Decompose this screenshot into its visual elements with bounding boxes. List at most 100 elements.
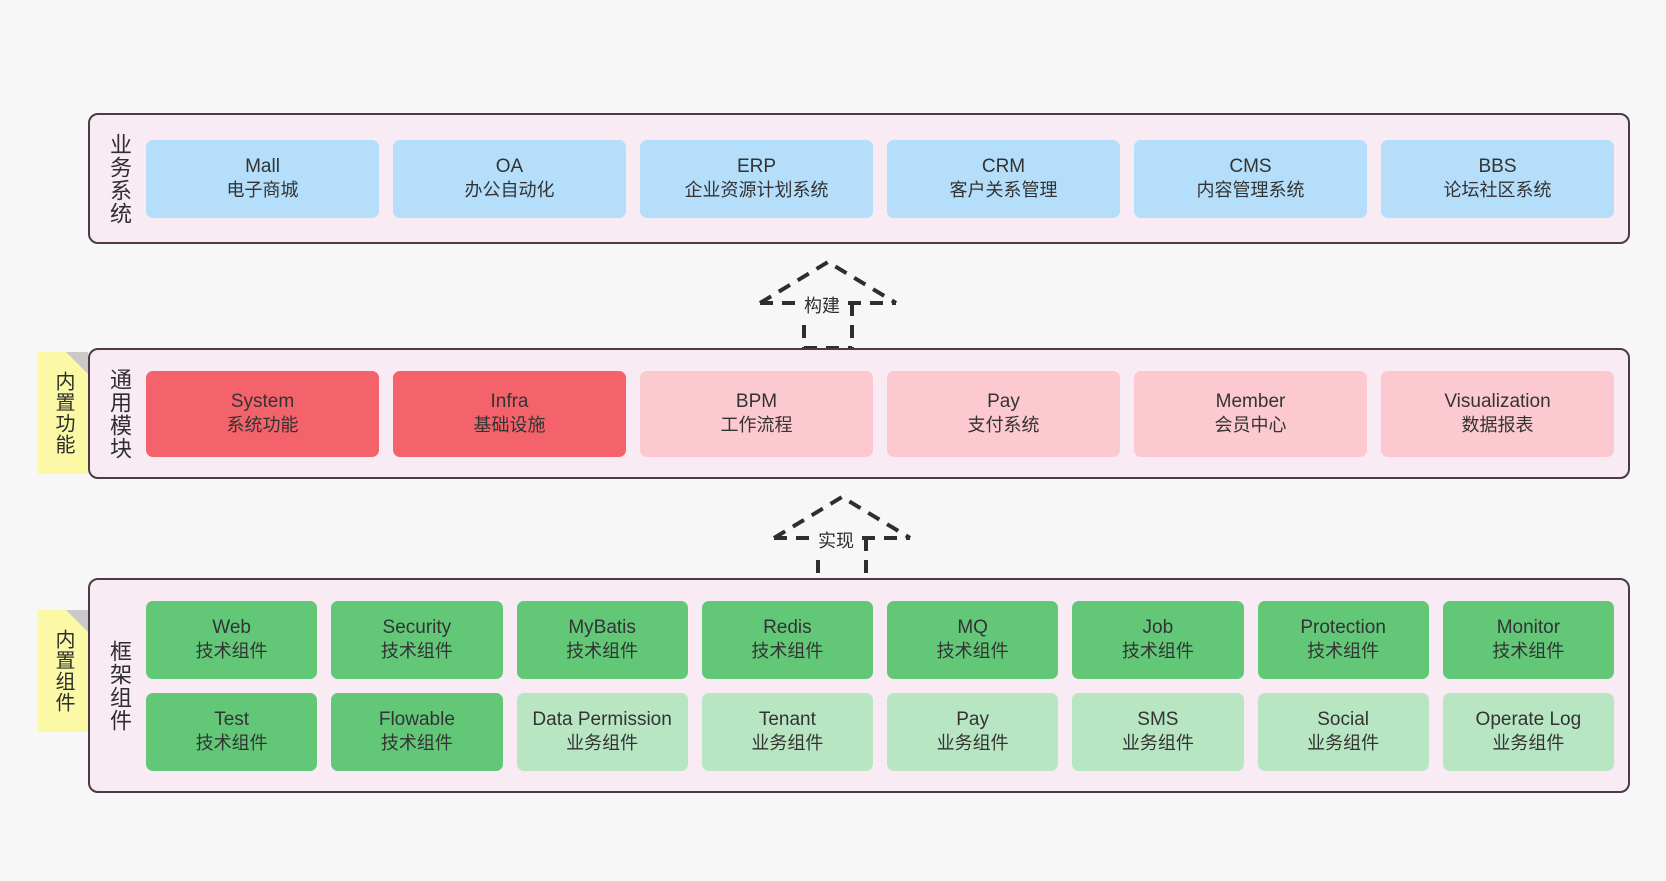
card-visualization[interactable]: Visualization 数据报表 bbox=[1381, 370, 1614, 457]
card-crm[interactable]: CRM 客户关系管理 bbox=[887, 139, 1120, 218]
connector-build-label: 构建 bbox=[802, 292, 842, 318]
card-subtitle: 会员中心 bbox=[1214, 415, 1287, 436]
card-protection[interactable]: Protection 技术组件 bbox=[1257, 600, 1429, 679]
card-operate-log[interactable]: Operate Log 业务组件 bbox=[1442, 692, 1614, 771]
card-mq[interactable]: MQ 技术组件 bbox=[887, 600, 1059, 679]
card-mybatis[interactable]: MyBatis 技术组件 bbox=[516, 600, 688, 679]
card-subtitle: 技术组件 bbox=[751, 641, 824, 662]
card-monitor[interactable]: Monitor 技术组件 bbox=[1442, 600, 1614, 679]
card-title: Pay bbox=[987, 390, 1020, 412]
card-subtitle: 技术组件 bbox=[566, 641, 639, 662]
card-pay-component[interactable]: Pay 业务组件 bbox=[887, 692, 1059, 771]
card-subtitle: 系统功能 bbox=[226, 415, 299, 436]
card-subtitle: 技术组件 bbox=[195, 641, 268, 662]
note-builtin-function-text: 内置功能 bbox=[52, 371, 74, 455]
card-title: Infra bbox=[490, 390, 529, 412]
card-title: Operate Log bbox=[1475, 708, 1582, 730]
connector-implement: 实现 bbox=[772, 493, 912, 585]
card-subtitle: 企业资源计划系统 bbox=[684, 180, 829, 201]
card-subtitle: 电子商城 bbox=[226, 180, 299, 201]
card-erp[interactable]: ERP 企业资源计划系统 bbox=[640, 139, 873, 218]
card-subtitle: 内容管理系统 bbox=[1196, 180, 1305, 201]
card-bbs[interactable]: BBS 论坛社区系统 bbox=[1381, 139, 1614, 218]
card-title: Job bbox=[1142, 616, 1174, 638]
note-builtin-component[interactable]: 内置组件 bbox=[38, 610, 88, 732]
card-title: Test bbox=[214, 708, 250, 730]
card-test[interactable]: Test 技术组件 bbox=[146, 692, 318, 771]
card-subtitle: 数据报表 bbox=[1461, 415, 1534, 436]
card-data-permission[interactable]: Data Permission 业务组件 bbox=[516, 692, 688, 771]
connector-implement-arrow bbox=[772, 494, 912, 585]
card-security[interactable]: Security 技术组件 bbox=[331, 600, 503, 679]
card-subtitle: 技术组件 bbox=[195, 733, 268, 754]
framework-component-card-grid: Web 技术组件 Security 技术组件 MyBatis 技术组件 Redi… bbox=[142, 580, 1628, 791]
layer-common-module[interactable]: 通用模块 System 系统功能 Infra 基础设施 BPM 工作流程 Pay… bbox=[88, 348, 1630, 479]
card-subtitle: 业务组件 bbox=[1121, 733, 1194, 754]
card-subtitle: 业务组件 bbox=[936, 733, 1009, 754]
card-cms[interactable]: CMS 内容管理系统 bbox=[1134, 139, 1367, 218]
card-social[interactable]: Social 业务组件 bbox=[1257, 692, 1429, 771]
note-builtin-function[interactable]: 内置功能 bbox=[38, 352, 88, 474]
card-title: Member bbox=[1215, 390, 1286, 412]
card-subtitle: 工作流程 bbox=[720, 415, 793, 436]
connector-build: 构建 bbox=[758, 258, 898, 350]
card-subtitle: 业务组件 bbox=[1492, 733, 1565, 754]
card-subtitle: 业务组件 bbox=[1307, 733, 1380, 754]
card-title: Mall bbox=[245, 155, 280, 177]
card-title: OA bbox=[495, 155, 524, 177]
card-subtitle: 业务组件 bbox=[566, 733, 639, 754]
card-title: Pay bbox=[956, 708, 989, 730]
card-title: System bbox=[230, 390, 295, 412]
card-subtitle: 技术组件 bbox=[380, 641, 453, 662]
layer-title-common-module: 通用模块 bbox=[106, 367, 132, 460]
card-subtitle: 办公自动化 bbox=[464, 180, 555, 201]
business-system-card-grid: Mall 电子商城 OA 办公自动化 ERP 企业资源计划系统 CRM 客户关系… bbox=[142, 115, 1628, 242]
card-title: Redis bbox=[763, 616, 812, 638]
card-title: Visualization bbox=[1444, 390, 1551, 412]
card-title: Tenant bbox=[758, 708, 816, 730]
card-subtitle: 支付系统 bbox=[967, 415, 1040, 436]
card-mall[interactable]: Mall 电子商城 bbox=[146, 139, 379, 218]
card-title: Data Permission bbox=[532, 708, 672, 730]
connector-build-arrow bbox=[758, 259, 898, 350]
common-module-card-grid: System 系统功能 Infra 基础设施 BPM 工作流程 Pay 支付系统… bbox=[142, 350, 1628, 477]
card-member[interactable]: Member 会员中心 bbox=[1134, 370, 1367, 457]
card-flowable[interactable]: Flowable 技术组件 bbox=[331, 692, 503, 771]
card-title: Web bbox=[212, 616, 251, 638]
card-pay-module[interactable]: Pay 支付系统 bbox=[887, 370, 1120, 457]
card-title: Security bbox=[382, 616, 452, 638]
card-subtitle: 论坛社区系统 bbox=[1443, 180, 1552, 201]
card-web[interactable]: Web 技术组件 bbox=[146, 600, 318, 679]
card-title: Protection bbox=[1300, 616, 1386, 638]
note-fold-corner-icon bbox=[66, 610, 88, 632]
card-subtitle: 技术组件 bbox=[1307, 641, 1380, 662]
card-infra[interactable]: Infra 基础设施 bbox=[393, 370, 626, 457]
card-subtitle: 技术组件 bbox=[936, 641, 1009, 662]
card-redis[interactable]: Redis 技术组件 bbox=[701, 600, 873, 679]
card-sms[interactable]: SMS 业务组件 bbox=[1072, 692, 1244, 771]
note-fold-corner-icon bbox=[66, 352, 88, 374]
layer-title-business-system: 业务系统 bbox=[106, 132, 132, 225]
card-title: Social bbox=[1317, 708, 1369, 730]
card-title: SMS bbox=[1137, 708, 1179, 730]
layer-business-system[interactable]: 业务系统 Mall 电子商城 OA 办公自动化 ERP 企业资源计划系统 CRM… bbox=[88, 113, 1630, 244]
card-oa[interactable]: OA 办公自动化 bbox=[393, 139, 626, 218]
card-title: ERP bbox=[736, 155, 777, 177]
connector-implement-label: 实现 bbox=[816, 527, 856, 553]
card-job[interactable]: Job 技术组件 bbox=[1072, 600, 1244, 679]
card-title: MyBatis bbox=[568, 616, 636, 638]
card-system[interactable]: System 系统功能 bbox=[146, 370, 379, 457]
card-title: CRM bbox=[981, 155, 1026, 177]
card-subtitle: 技术组件 bbox=[380, 733, 453, 754]
note-builtin-component-text: 内置组件 bbox=[52, 629, 74, 713]
layer-framework-component[interactable]: 框架组件 Web 技术组件 Security 技术组件 MyBatis 技术组件… bbox=[88, 578, 1630, 793]
layer-title-framework-component: 框架组件 bbox=[106, 639, 132, 732]
card-subtitle: 业务组件 bbox=[751, 733, 824, 754]
card-title: BPM bbox=[735, 390, 778, 412]
card-tenant[interactable]: Tenant 业务组件 bbox=[701, 692, 873, 771]
card-subtitle: 技术组件 bbox=[1492, 641, 1565, 662]
card-bpm[interactable]: BPM 工作流程 bbox=[640, 370, 873, 457]
card-title: CMS bbox=[1229, 155, 1272, 177]
card-subtitle: 客户关系管理 bbox=[949, 180, 1058, 201]
